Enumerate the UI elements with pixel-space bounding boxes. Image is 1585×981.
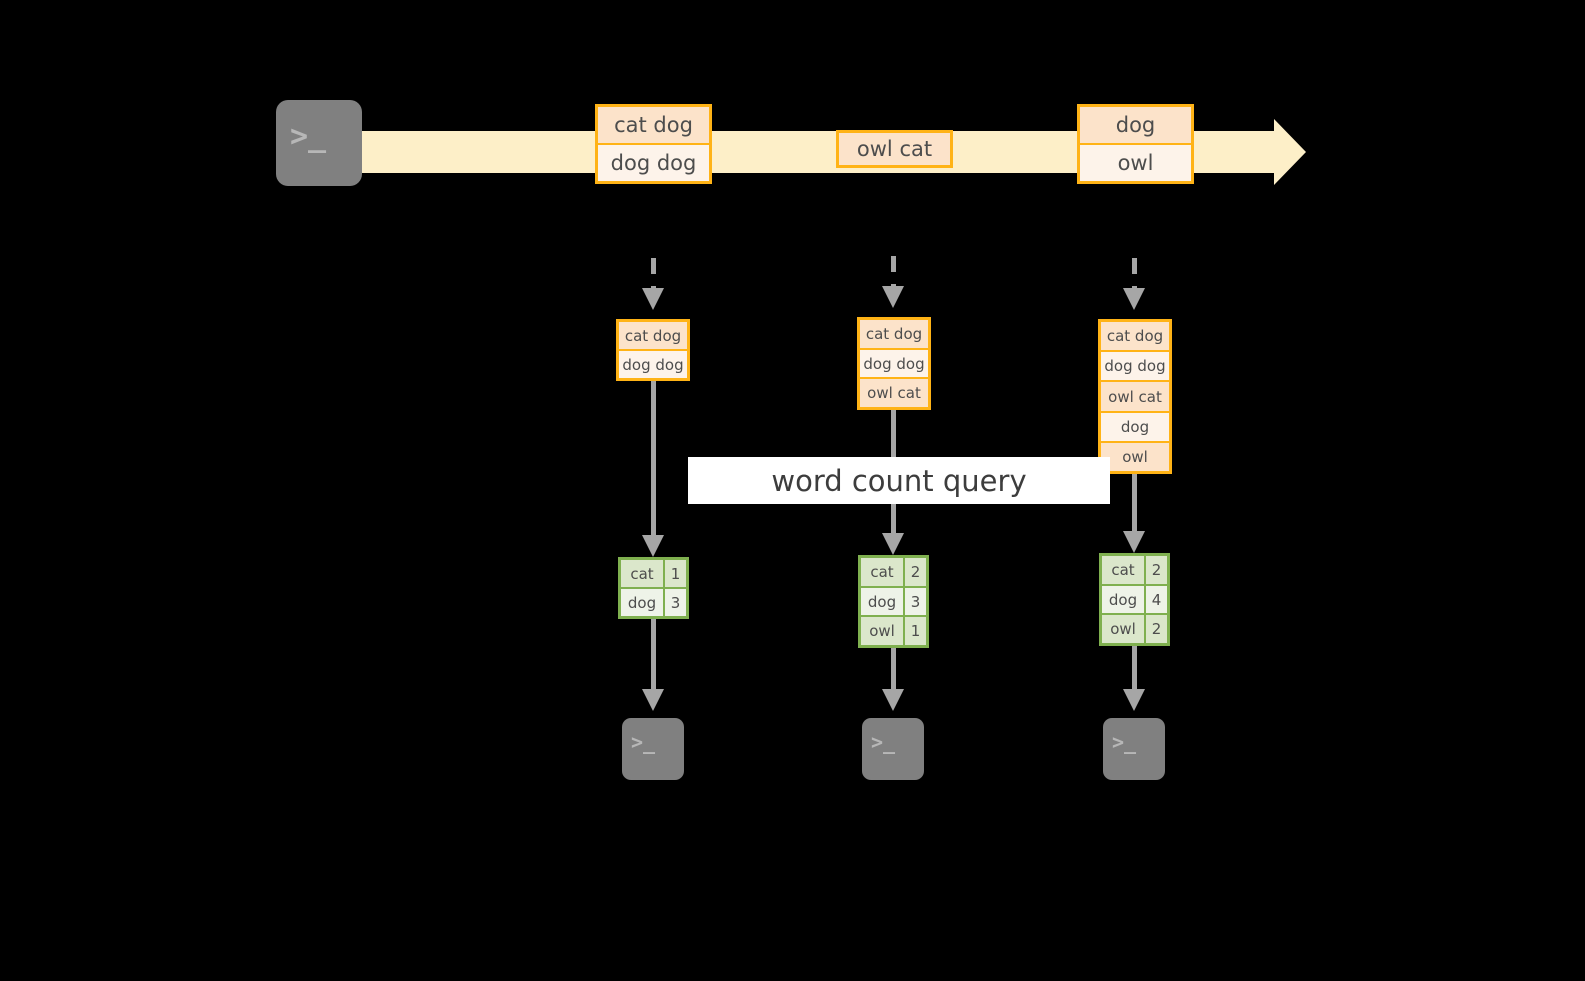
snapshot-2-query-head xyxy=(882,533,904,555)
snapshot-1-query-head xyxy=(642,535,664,557)
snapshot-1-records[interactable]: cat dog dog dog xyxy=(616,319,690,381)
ingest-arrow-3-head xyxy=(1123,288,1145,310)
table-row: owl 1 xyxy=(861,617,926,646)
snapshot-3-record-1: cat dog xyxy=(1101,322,1169,353)
stream-event-2[interactable]: owl cat xyxy=(836,130,953,168)
snapshot-1-word-2: dog xyxy=(621,589,665,616)
stream-event-3-line-1: dog xyxy=(1080,107,1191,145)
snapshot-1-record-1: cat dog xyxy=(619,322,687,351)
stream-event-3-line-2: owl xyxy=(1080,145,1191,181)
stream-event-2-line-1: owl cat xyxy=(839,133,950,165)
snapshot-2-sink-head xyxy=(882,689,904,711)
snapshot-2-result-table[interactable]: cat 2 dog 3 owl 1 xyxy=(858,555,929,648)
event-stream-arrow-head xyxy=(1274,119,1306,185)
snapshot-3-word-3: owl xyxy=(1102,615,1146,644)
snapshot-1-count-1: 1 xyxy=(665,560,686,587)
stream-event-3[interactable]: dog owl xyxy=(1077,104,1194,184)
snapshot-2-sink-line xyxy=(891,648,896,691)
snapshot-2-records[interactable]: cat dog dog dog owl cat xyxy=(857,317,931,410)
snapshot-3-result-table[interactable]: cat 2 dog 4 owl 2 xyxy=(1099,553,1170,646)
snapshot-2-word-2: dog xyxy=(861,587,905,616)
table-row: dog 3 xyxy=(861,587,926,618)
snapshot-3-sink-terminal-icon[interactable]: >_ xyxy=(1095,710,1173,788)
snapshot-2-record-1: cat dog xyxy=(860,320,928,350)
snapshot-3-record-2: dog dog xyxy=(1101,352,1169,383)
table-row: dog 3 xyxy=(621,589,686,616)
snapshot-1-word-1: cat xyxy=(621,560,665,587)
ingest-arrow-3-shaft xyxy=(1132,258,1137,290)
snapshot-2-count-2: 3 xyxy=(905,587,926,616)
ingest-arrow-2-shaft xyxy=(891,256,896,288)
snapshot-3-count-1: 2 xyxy=(1146,556,1167,584)
snapshot-2-word-1: cat xyxy=(861,558,905,586)
stream-event-1-line-2: dog dog xyxy=(598,145,709,181)
snapshot-3-sink-head xyxy=(1123,689,1145,711)
snapshot-3-query-head xyxy=(1123,531,1145,553)
snapshot-3-sink-line xyxy=(1132,646,1137,691)
stream-event-1-line-1: cat dog xyxy=(598,107,709,145)
ingest-arrow-1-head xyxy=(642,288,664,310)
ingest-arrow-2-head xyxy=(882,286,904,308)
snapshot-2-count-3: 1 xyxy=(905,617,926,646)
snapshot-3-records[interactable]: cat dog dog dog owl cat dog owl xyxy=(1098,319,1172,474)
terminal-prompt-glyph: >_ xyxy=(631,730,656,754)
snapshot-3-record-4: dog xyxy=(1101,412,1169,443)
query-label: word count query xyxy=(688,457,1110,504)
terminal-prompt-glyph: >_ xyxy=(290,119,327,154)
snapshot-1-sink-terminal-icon[interactable]: >_ xyxy=(614,710,692,788)
snapshot-1-query-line xyxy=(651,381,656,537)
terminal-prompt-glyph: >_ xyxy=(1112,730,1137,754)
snapshot-2-record-3: owl cat xyxy=(860,379,928,408)
snapshot-3-word-2: dog xyxy=(1102,585,1146,614)
table-row: cat 2 xyxy=(1102,556,1167,586)
snapshot-2-sink-terminal-icon[interactable]: >_ xyxy=(854,710,932,788)
snapshot-1-record-2: dog dog xyxy=(619,351,687,378)
snapshot-3-record-3: owl cat xyxy=(1101,382,1169,413)
snapshot-1-count-2: 3 xyxy=(665,589,686,616)
snapshot-2-record-2: dog dog xyxy=(860,349,928,380)
source-terminal-icon[interactable]: >_ xyxy=(266,90,372,196)
snapshot-2-word-3: owl xyxy=(861,617,905,646)
snapshot-1-result-table[interactable]: cat 1 dog 3 xyxy=(618,557,689,619)
snapshot-1-sink-head xyxy=(642,689,664,711)
table-row: cat 2 xyxy=(861,558,926,588)
stream-event-1[interactable]: cat dog dog dog xyxy=(595,104,712,184)
snapshot-1-sink-line xyxy=(651,619,656,691)
table-row: owl 2 xyxy=(1102,615,1167,644)
snapshot-3-count-3: 2 xyxy=(1146,615,1167,644)
terminal-prompt-glyph: >_ xyxy=(871,730,896,754)
snapshot-3-count-2: 4 xyxy=(1146,585,1167,614)
table-row: cat 1 xyxy=(621,560,686,589)
ingest-arrow-1-shaft xyxy=(651,258,656,290)
snapshot-3-word-1: cat xyxy=(1102,556,1146,584)
snapshot-3-record-5: owl xyxy=(1101,442,1169,472)
snapshot-3-query-line xyxy=(1132,474,1137,533)
table-row: dog 4 xyxy=(1102,585,1167,616)
snapshot-2-count-1: 2 xyxy=(905,558,926,586)
